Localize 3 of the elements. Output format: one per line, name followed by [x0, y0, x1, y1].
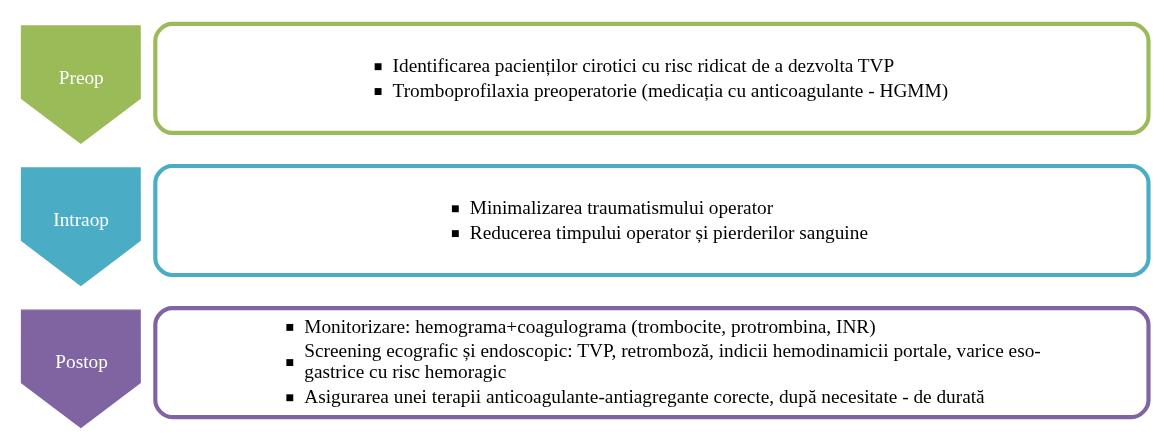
node-box: Identificarea pacienților cirotici cu risc ridicat de a dezvolta TVP Tromboprofilaxia preoperatorie (medicația cu anticoagulante - HGMM)	[153, 21, 1151, 135]
node-box: Minimalizarea traumatismului operator Reducerea timpului operator și pierderilor sanguine	[153, 163, 1151, 278]
node-box: Monitorizare: hemograma+coagulograma (trombocite, protrombina, INR) Screening ecografic și endoscopic: TVP, retromboză, indicii hemodinamicii portale, varice eso-gastrice cu risc hemoragic Asigurarea unei terapii anticoagulante-antiagregante corecte, după necesitate - de durată	[153, 306, 1151, 420]
